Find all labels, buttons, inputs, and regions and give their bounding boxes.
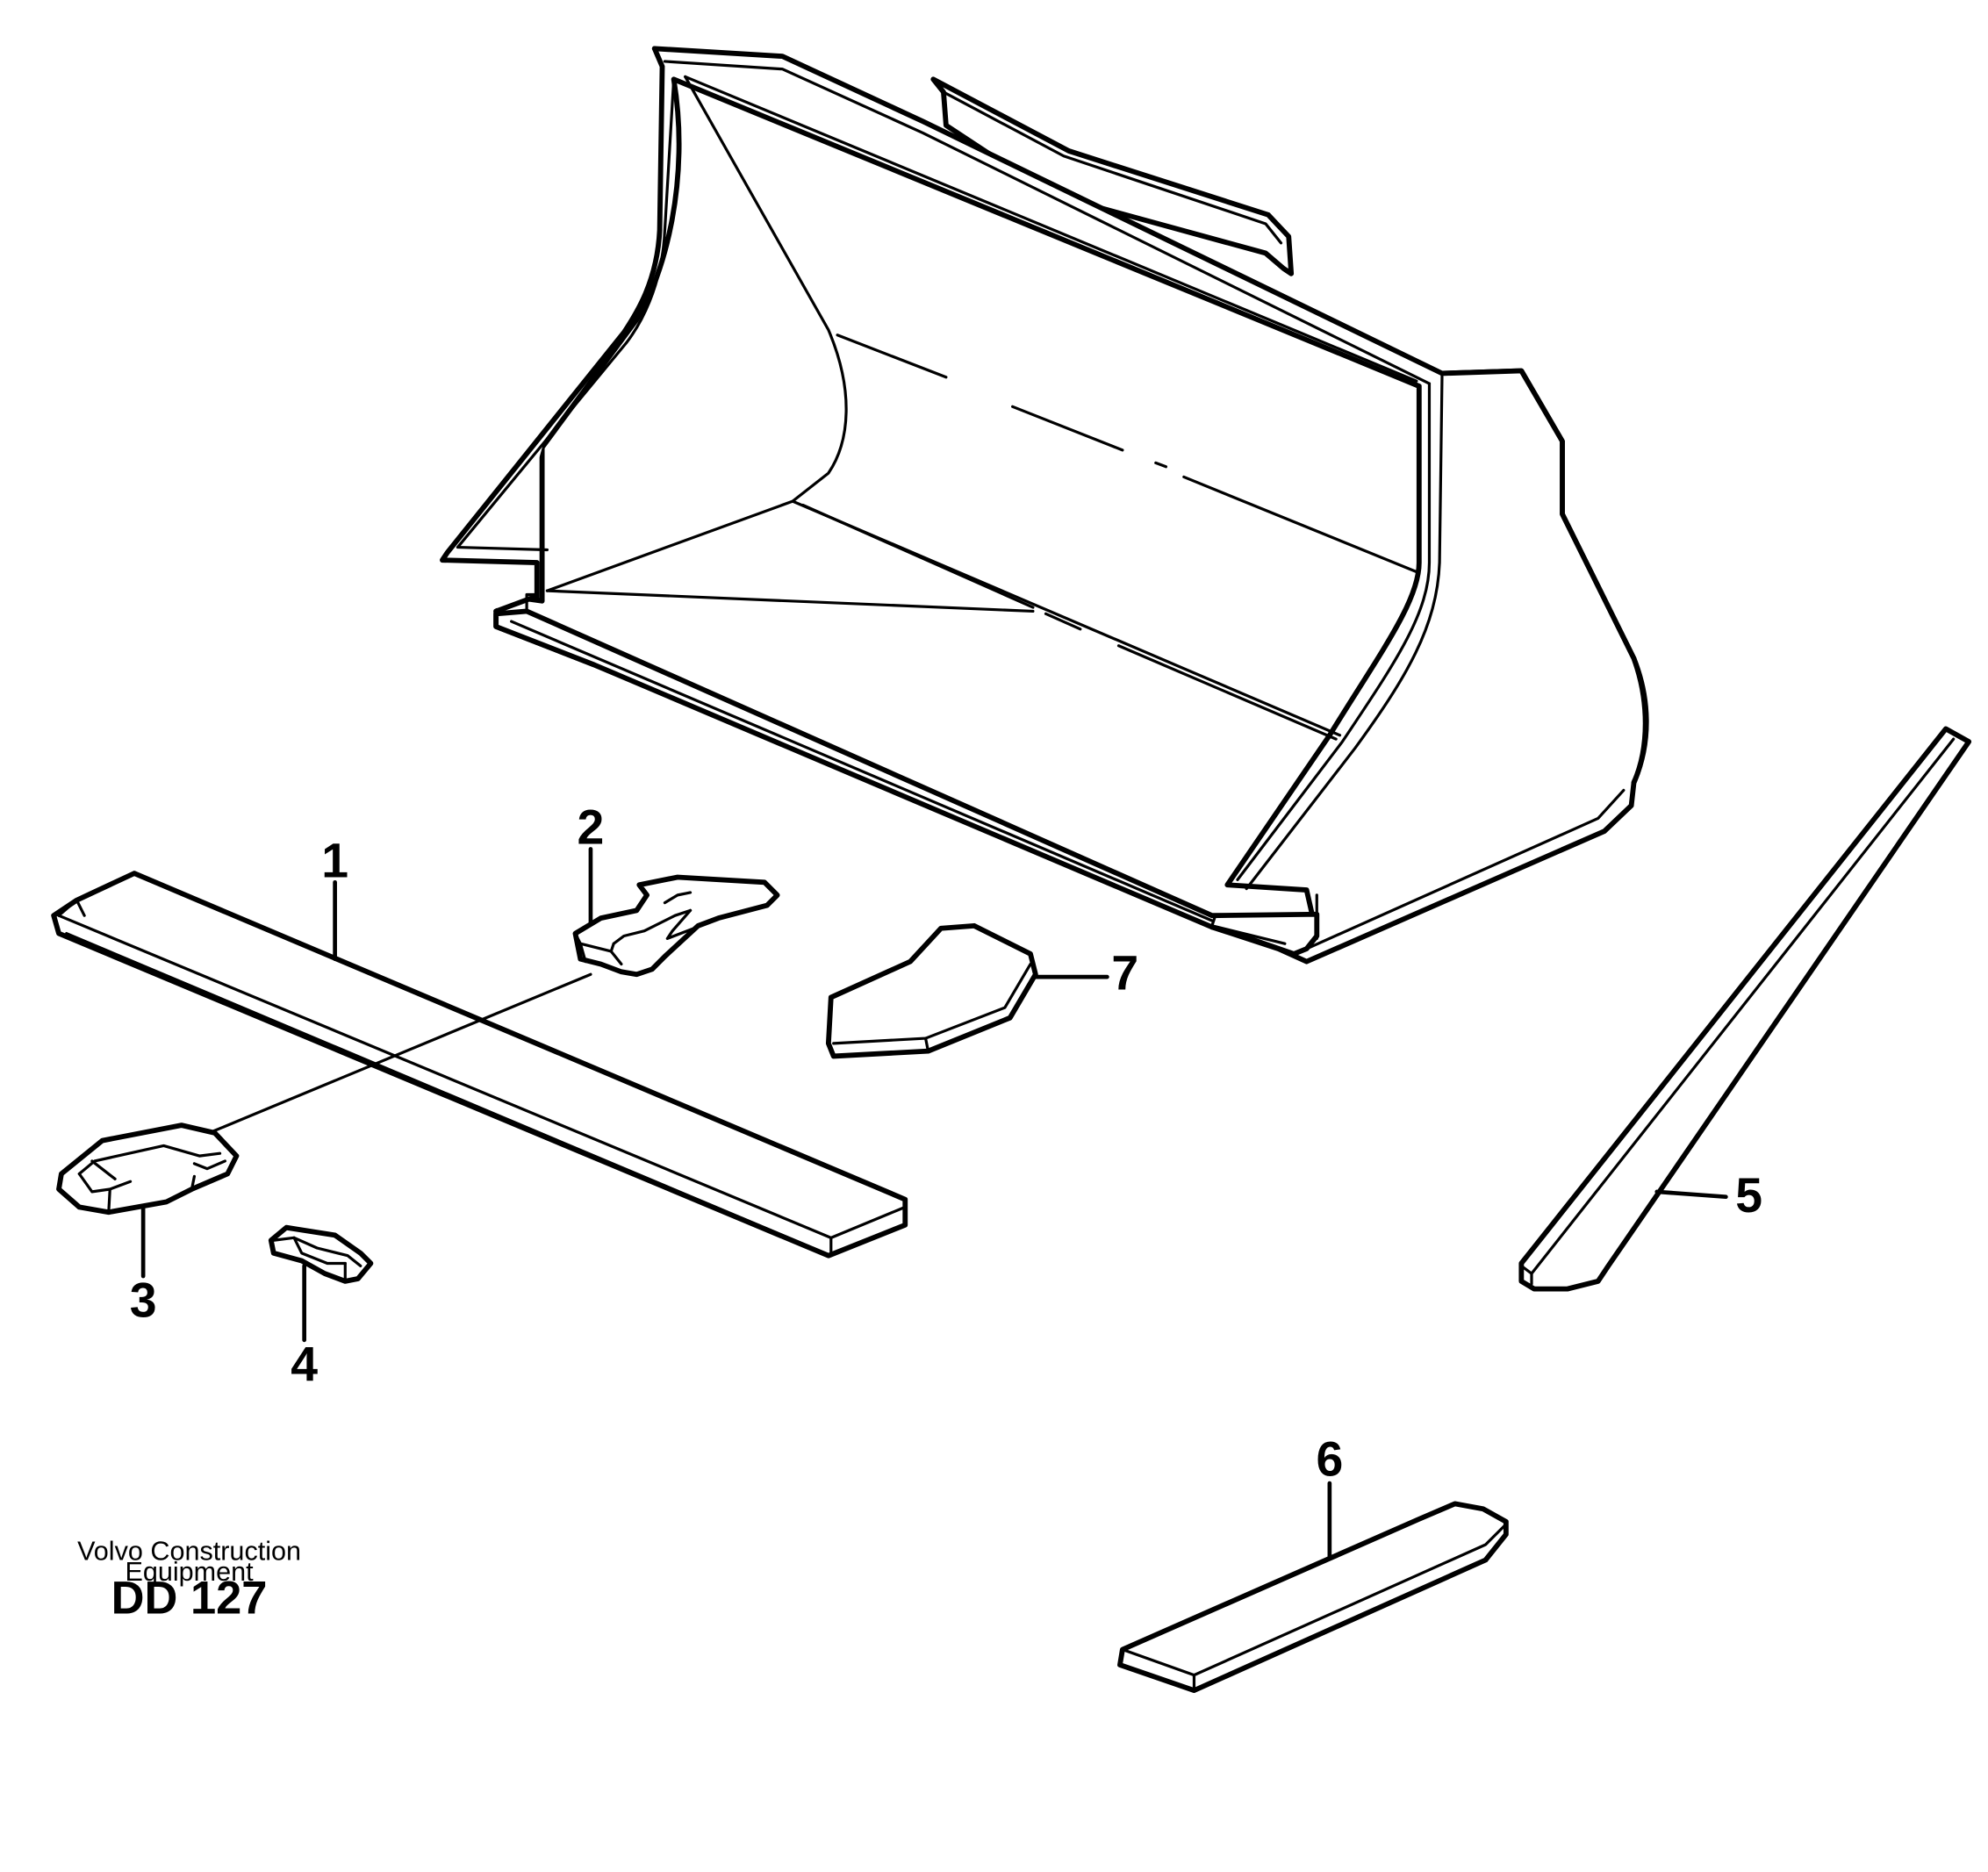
callout-3: 3 <box>130 1273 157 1328</box>
bucket-right-side <box>1439 368 1648 785</box>
part-2-tooth-adapter <box>572 874 780 978</box>
part-4-retainer <box>268 1224 374 1284</box>
wear-strip <box>1117 1501 1509 1694</box>
side-edge-strip <box>1518 726 1972 1292</box>
callout-7: 7 <box>1111 946 1138 1001</box>
part-3-tooth <box>56 1122 240 1216</box>
callout-5: 5 <box>1735 1168 1762 1223</box>
caption-company: Volvo Construction <box>77 1536 301 1566</box>
assembly-line <box>211 972 592 1134</box>
part-6-wear-strip <box>1117 1501 1509 1694</box>
cutting-edge-bar <box>51 871 908 1259</box>
callout-6: 6 <box>1316 1431 1343 1486</box>
callout-2: 2 <box>578 800 605 855</box>
wear-plate <box>825 922 1038 1059</box>
bucket-front-edge <box>493 608 1320 957</box>
bucket-drawing <box>440 46 1649 965</box>
callout-1: 1 <box>321 833 348 887</box>
bucket-top-plate <box>930 76 1295 276</box>
retainer-lock <box>268 1224 374 1284</box>
bucket-left-side <box>440 46 665 614</box>
part-5-side-edge <box>1518 726 1972 1292</box>
caption-figure-code: DD 127 <box>111 1574 268 1625</box>
part-7-wear-plate <box>825 922 1038 1059</box>
part-1-cutting-edge <box>51 871 908 1259</box>
leader-5 <box>1654 1189 1728 1200</box>
caption-company-line2: Equipment <box>125 1557 254 1587</box>
callout-4: 4 <box>291 1338 318 1392</box>
